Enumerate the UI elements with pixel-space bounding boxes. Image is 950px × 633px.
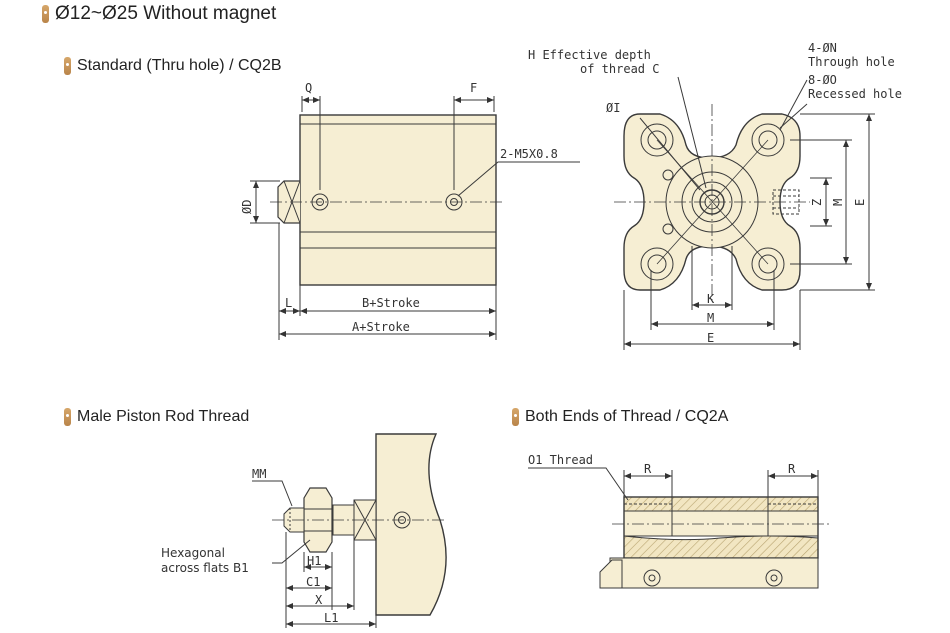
- standard-end-view: [614, 76, 875, 350]
- dim-m-horizontal: M: [707, 311, 714, 325]
- bullet-icon: [42, 5, 49, 23]
- dim-l1: L1: [324, 611, 338, 625]
- dim-r-right: R: [788, 462, 796, 476]
- dim-c1: C1: [306, 575, 320, 589]
- section-male-rod-title: Male Piston Rod Thread: [77, 408, 250, 425]
- hex-line2: across flats B1: [161, 561, 249, 575]
- dim-a: A+Stroke: [352, 320, 410, 334]
- bullet-icon: [64, 408, 71, 426]
- dim-l: L: [285, 296, 292, 310]
- section-both-ends-title: Both Ends of Thread / CQ2A: [525, 408, 729, 425]
- bullet-icon: [64, 57, 71, 75]
- section-male-rod: Male Piston Rod Thread: [64, 408, 249, 426]
- dim-n-line1: 4-ØN: [808, 41, 837, 55]
- dim-o-line2: Recessed hole: [808, 87, 902, 101]
- dim-q: Q: [305, 81, 312, 95]
- dim-e-vertical: E: [853, 199, 867, 206]
- standard-side-view: [250, 96, 580, 340]
- dim-e-horizontal: E: [707, 331, 714, 345]
- dim-m-vertical: M: [831, 199, 845, 206]
- main-title: Ø12~Ø25 Without magnet: [42, 3, 276, 25]
- dim-h1: H1: [307, 554, 321, 568]
- dim-r-left: R: [644, 462, 652, 476]
- both-ends-view: [528, 467, 830, 589]
- dim-d: ØD: [240, 200, 254, 214]
- dim-h-line2: of thread C: [580, 62, 659, 76]
- dim-x: X: [315, 593, 323, 607]
- dim-h-line1: H Effective depth: [528, 48, 651, 62]
- port-label: 2-M5X0.8: [500, 147, 558, 161]
- male-rod-view: [252, 433, 447, 628]
- dim-mm: MM: [252, 467, 266, 481]
- dim-k: K: [707, 292, 715, 306]
- hex-line1: Hexagonal: [161, 546, 225, 560]
- section-standard: Standard (Thru hole) / CQ2B: [64, 57, 282, 75]
- dim-n-line2: Through hole: [808, 55, 895, 69]
- dim-b: B+Stroke: [362, 296, 420, 310]
- dim-i: ØI: [606, 101, 620, 115]
- thread-label: O1 Thread: [528, 453, 593, 467]
- main-title-text: Ø12~Ø25 Without magnet: [55, 3, 277, 24]
- section-standard-title: Standard (Thru hole) / CQ2B: [77, 57, 282, 74]
- dim-z: Z: [810, 199, 824, 206]
- dim-f: F: [470, 81, 477, 95]
- dim-o-line1: 8-ØO: [808, 73, 837, 87]
- section-both-ends: Both Ends of Thread / CQ2A: [512, 408, 728, 426]
- bullet-icon: [512, 408, 519, 426]
